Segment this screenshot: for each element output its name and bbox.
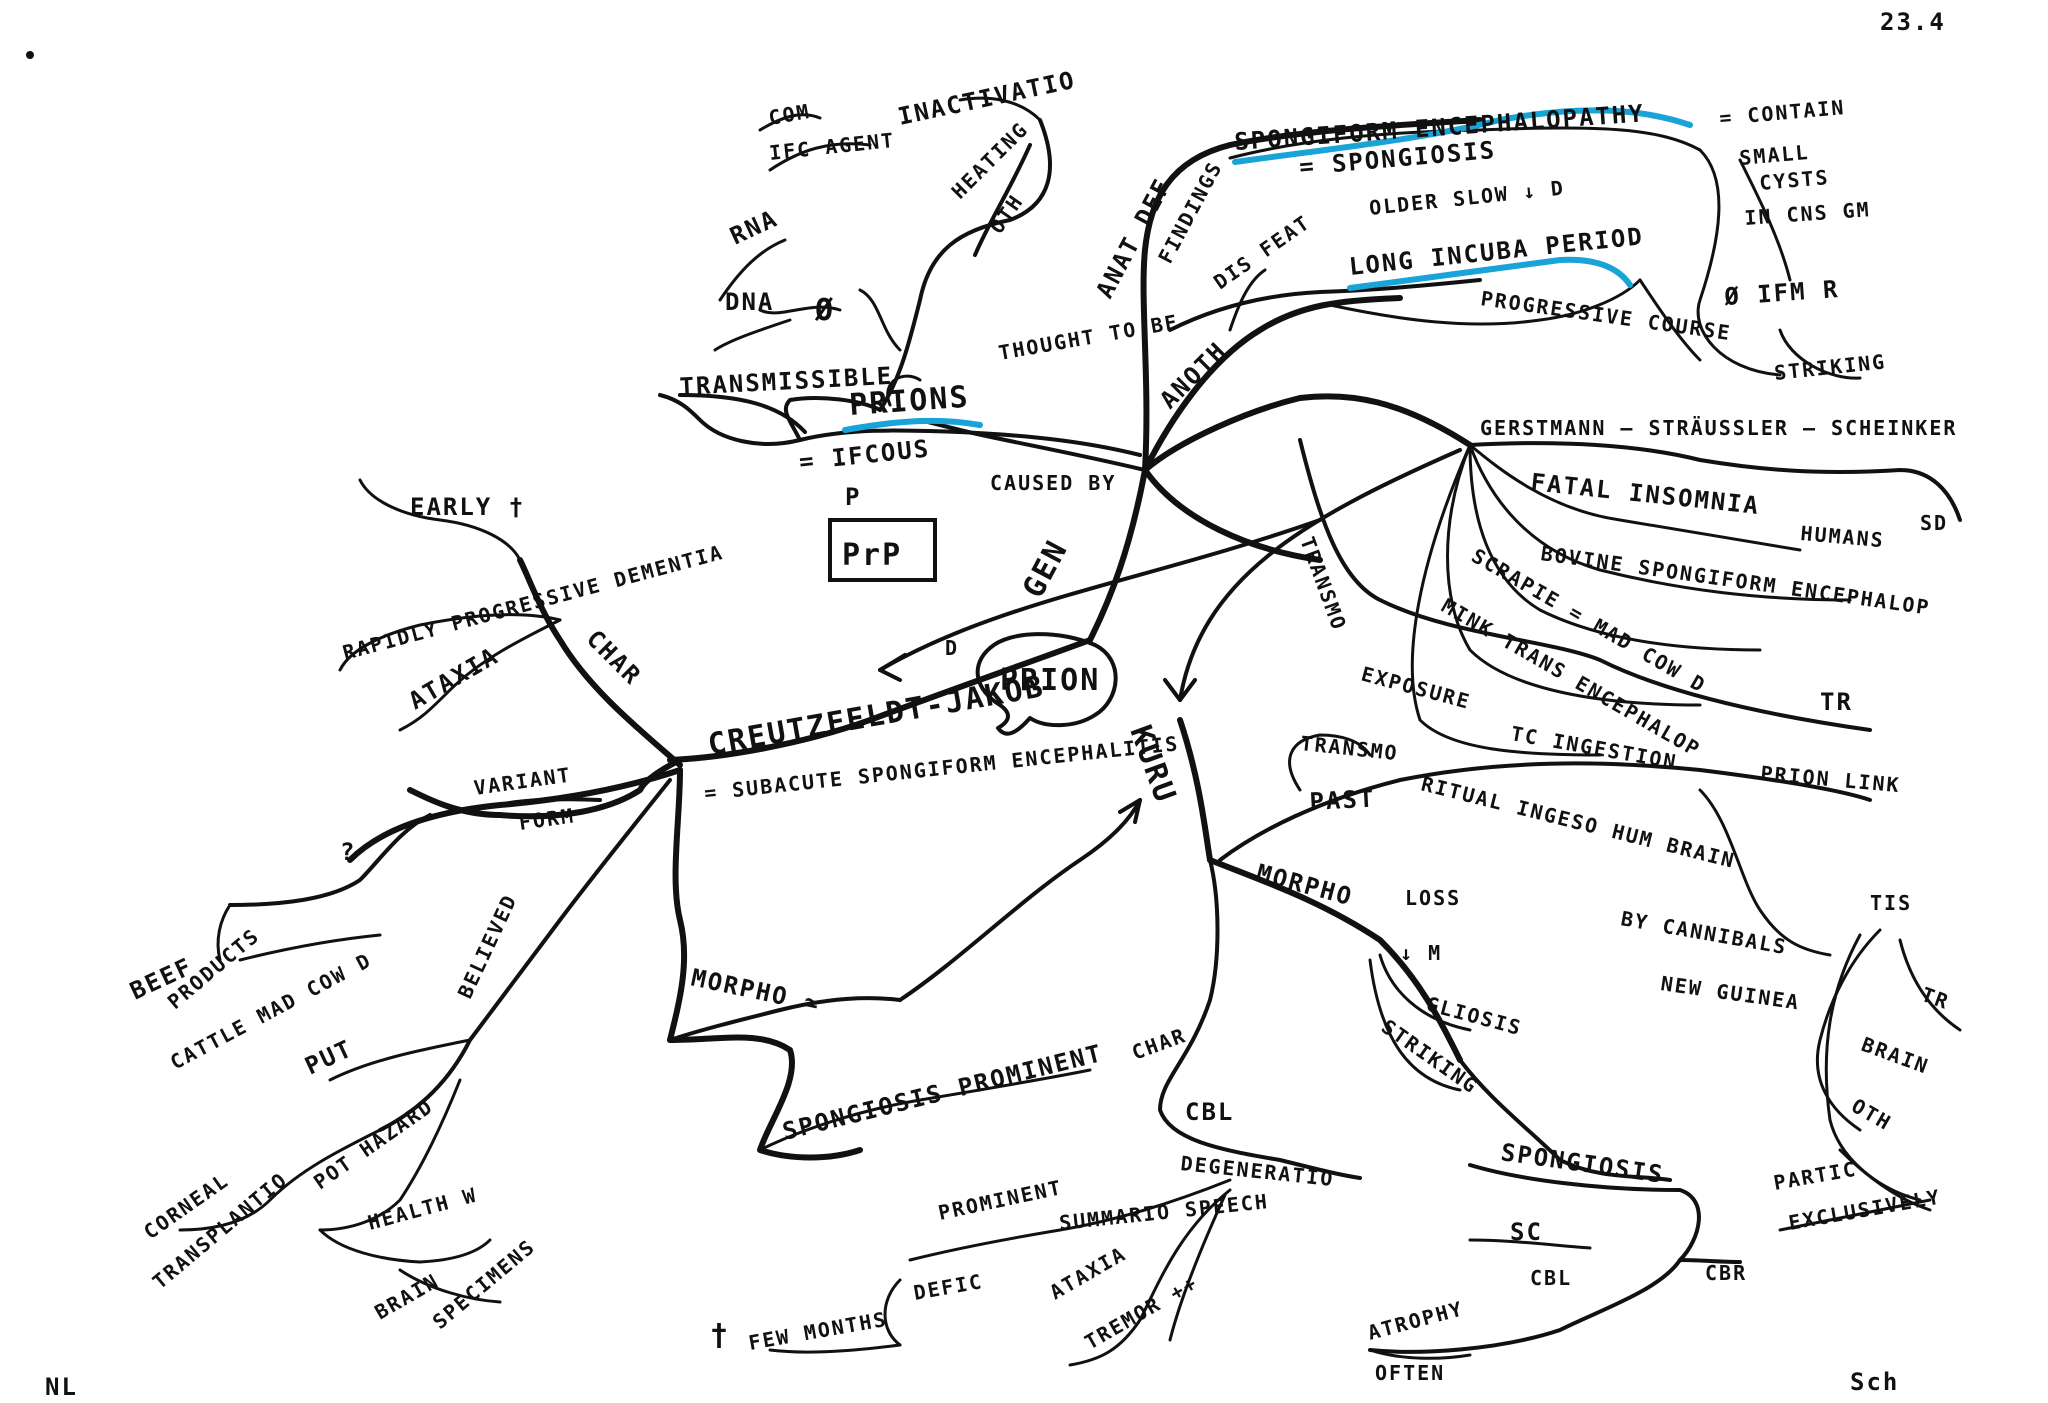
pot-hazard-label: POT HAZARD xyxy=(309,1094,438,1194)
highlight-long-incuba xyxy=(1347,256,1633,291)
healthw-label: HEALTH W xyxy=(365,1183,480,1235)
kuru-transm-label: TRANSMO xyxy=(1299,731,1399,765)
older-slow-label: OLDER SLOW ↓ D xyxy=(1368,176,1566,220)
kuru-dagger-label: † xyxy=(710,1318,730,1353)
highlight-strokes xyxy=(842,107,1693,433)
cbr-label: CBR xyxy=(1705,1261,1747,1285)
ifcous-label: = IFCOUS xyxy=(798,434,932,476)
ifc-agent-label: IFC AGENT xyxy=(768,128,896,165)
kuru-spongiosis-label: SPONGIOSIS xyxy=(1499,1138,1666,1189)
heating-label: HEATING xyxy=(947,117,1033,203)
often-label: OFTEN xyxy=(1375,1361,1445,1385)
form-label: FORM xyxy=(517,803,576,835)
put-label: PUT xyxy=(301,1034,358,1080)
kuru-cbl-degen-label: CBL xyxy=(1185,1098,1234,1126)
tis-oth-label: OTH xyxy=(1848,1094,1896,1136)
date-label: 23.4 xyxy=(1880,8,1946,36)
kuru-striking-label: STRIKING xyxy=(1377,1014,1483,1098)
dna-label: DNA xyxy=(725,288,774,316)
ritual-label: RITUAL INGESO HUM BRAIN xyxy=(1419,772,1738,873)
initials-left: NL xyxy=(45,1373,78,1401)
inactivation-label: INACTIVATIO xyxy=(895,66,1078,131)
in-cns-gm-label: IN CNS GM xyxy=(1744,197,1872,230)
striking-label-top: STRIKING xyxy=(1773,349,1887,385)
sumari-label: SUMMARIO SPEECH xyxy=(1058,1189,1270,1235)
early-label: EARLY † xyxy=(410,493,525,521)
small-label: SMALL xyxy=(1738,140,1810,170)
cjd-label: CREUTZFELDT-JAKOB xyxy=(705,669,1047,763)
thought-to-be-label: THOUGHT TO BE xyxy=(997,310,1181,365)
ink-dot xyxy=(26,51,34,59)
exclusively-label: EXCLUSIVELY xyxy=(1787,1184,1943,1234)
gss-label: GERSTMANN – STRÄUSSLER – SCHEINKER xyxy=(1480,416,1957,440)
sd-label: SD xyxy=(1920,511,1948,535)
caused-by-label: CAUSED BY xyxy=(990,471,1116,495)
anoth-label: ANOTH xyxy=(1154,336,1232,414)
fatal-insomnia-label: FATAL INSOMNIA xyxy=(1529,468,1761,520)
tis-brain-label: BRAIN xyxy=(1858,1032,1932,1079)
transmo-label-top: TRANSMO xyxy=(1295,534,1351,635)
kuru-morpho-label: MORPHO xyxy=(1253,859,1356,912)
center-prion-label: PRION xyxy=(1000,663,1100,698)
prions-label: PRIONS xyxy=(848,380,971,423)
tis-label: TIS xyxy=(1870,891,1912,915)
cjd-ataxia-label: ATAXIA xyxy=(404,642,503,716)
long-incuba-label: LONG INCUBA PERIOD xyxy=(1348,222,1645,281)
question-label: ? xyxy=(340,838,356,866)
new-guinea-label: NEW GUINEA xyxy=(1659,971,1801,1014)
cjd-spongiosis-label: SPONGIOSIS PROMINENT xyxy=(780,1039,1106,1146)
kuru-ataxia-label: ATAXIA xyxy=(1046,1241,1131,1304)
loss-m-label: ↓ M xyxy=(1400,941,1442,965)
loss-label: LOSS xyxy=(1405,886,1461,910)
rapid-label: RAPIDLY PROGRESSIVE DEMENTIA xyxy=(340,540,726,665)
gliosis-label: GLIOSIS xyxy=(1424,992,1525,1041)
branch-lines xyxy=(178,96,1962,1367)
atrophy-label: ATROPHY xyxy=(1365,1296,1466,1345)
rna-label: RNA xyxy=(726,204,783,250)
cjd-d-label: D xyxy=(945,636,959,660)
bovine-label: BOVINE SPONGIFORM ENCEPHALOP xyxy=(1539,541,1932,619)
tis-tr-label: TR xyxy=(1918,982,1953,1014)
defic-label: DEFIC xyxy=(912,1269,985,1305)
ifm-label: Ø IFM R xyxy=(1722,275,1840,311)
past-label: PAST xyxy=(1309,785,1376,816)
contain-label: = CONTAIN xyxy=(1718,95,1846,130)
sc-label: SC xyxy=(1510,1218,1543,1246)
center-bubble xyxy=(975,632,1118,736)
com-label: COM xyxy=(767,99,813,130)
partic-label: PARTIC xyxy=(1772,1157,1859,1195)
prp-label: PrP xyxy=(842,538,902,573)
prp-box xyxy=(828,518,937,582)
cysts-label: CYSTS xyxy=(1758,165,1830,195)
gen-label: GEN xyxy=(1016,534,1075,604)
highlight-spongiform xyxy=(1232,107,1693,165)
specimens-label: SPECIMENS xyxy=(428,1234,540,1334)
initials-right: Sch xyxy=(1850,1368,1899,1396)
mink-tr-label: TR xyxy=(1820,688,1853,716)
progressive-label: PROGRESSIVE COURSE xyxy=(1479,286,1733,345)
dis-feat-label: DIS FEAT xyxy=(1209,210,1315,294)
cjd-morpho-label: MORPHO ≃ xyxy=(689,963,824,1018)
variant-label: VARIANT xyxy=(472,763,573,800)
highlight-prions xyxy=(842,417,983,433)
kuru-cbl-label: CBL xyxy=(1530,1266,1572,1290)
prp-p-label: P xyxy=(845,483,861,511)
humans-label: HUMANS xyxy=(1800,521,1886,552)
tremor-label: TREMOR ++ xyxy=(1081,1270,1202,1354)
prominent-label: PROMINENT xyxy=(936,1175,1065,1225)
empty-set-label: Ø xyxy=(814,293,835,328)
findings-label: FINDINGS xyxy=(1153,157,1227,267)
